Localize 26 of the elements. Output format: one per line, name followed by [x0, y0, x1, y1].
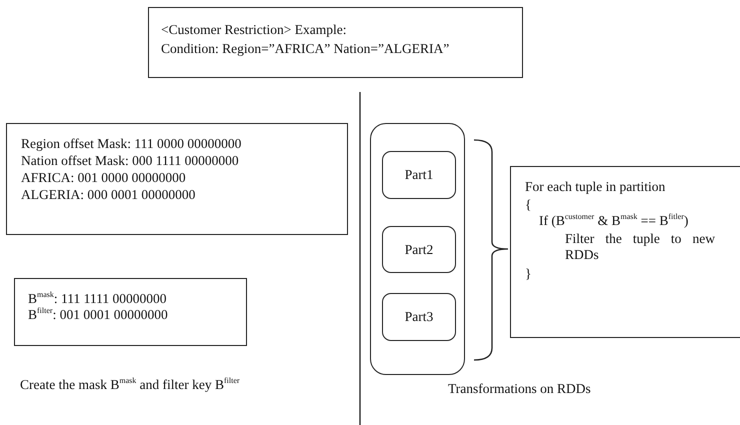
node-text: Condition: Region=”AFRICA” Nation=”ALGERIA” — [161, 41, 450, 57]
node-text: B$^{mask}$: 111 1111 00000000 — [28, 291, 167, 307]
filter-key-box — [14, 278, 247, 346]
mask-definition-box — [6, 123, 348, 235]
node-text: Part3 — [404, 309, 434, 325]
rdd-container — [370, 123, 465, 375]
node-text: Nation offset Mask: 000 1111 00000000 — [21, 153, 239, 169]
node-text: Part1 — [404, 167, 434, 183]
node-text: AFRICA: 001 0000 00000000 — [21, 170, 186, 186]
pseudocode-box — [510, 166, 740, 338]
caption-text: Create the mask B$^{mask}$ and filter key B$^{filter}$ — [20, 377, 240, 393]
node-text: <Customer Restriction> Example: — [161, 22, 346, 38]
node-text: { — [525, 197, 532, 213]
node-text: ALGERIA: 000 0001 00000000 — [21, 187, 196, 203]
partition-box — [382, 293, 456, 341]
caption-text: Transformations on RDDs — [448, 381, 591, 397]
node-text: Filter the tuple to new RDDs — [565, 231, 715, 263]
node-text: Region offset Mask: 111 0000 00000000 — [21, 136, 242, 152]
node-text: Part2 — [404, 242, 434, 258]
partition-box — [382, 151, 456, 199]
node-text: For each tuple in partition — [525, 179, 666, 195]
note-box — [148, 7, 523, 78]
node-text: If (B$^{customer}$ & B$^{mask}$ == B$^{fitler}$) — [539, 213, 688, 229]
node-text: B$^{filter}$: 001 0001 00000000 — [28, 307, 168, 323]
partition-box — [382, 226, 456, 273]
node-text: } — [525, 266, 532, 282]
